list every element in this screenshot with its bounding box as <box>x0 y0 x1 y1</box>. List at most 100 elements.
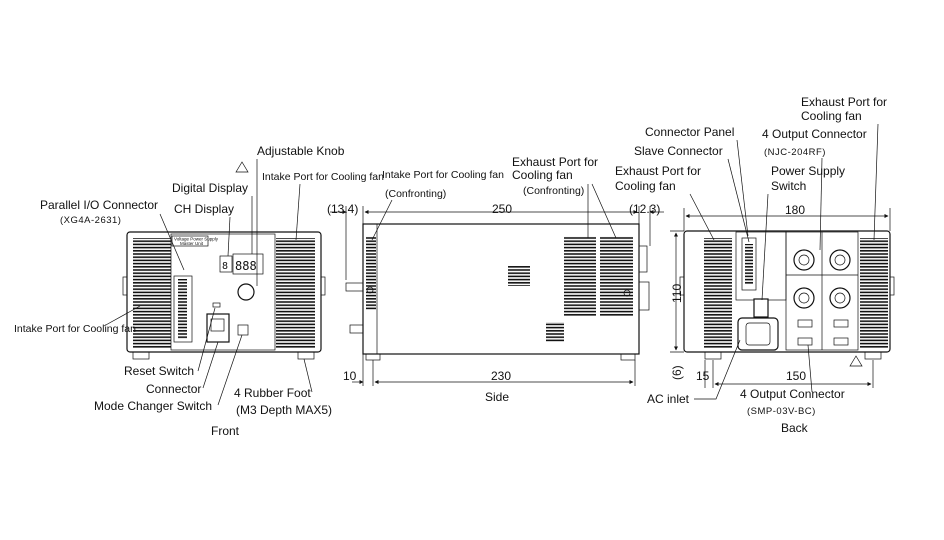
slave-connector <box>741 237 757 291</box>
side-foot-left <box>365 353 381 361</box>
label-output-connector-bottom-part: (SMP-03V-BC) <box>747 406 816 417</box>
dim-12-3: (12.3) <box>629 202 660 216</box>
dim-110: 110 <box>670 284 684 303</box>
dim-150: 150 <box>786 369 806 383</box>
warning-triangle-front-icon <box>235 161 249 173</box>
label-output-connector-top: 4 Output Connector <box>762 127 867 141</box>
label-mode-changer: Mode Changer Switch <box>94 399 212 413</box>
adjustable-knob[interactable] <box>237 283 255 301</box>
output-connector-3-core <box>798 292 810 304</box>
parallel-io-connector <box>173 275 193 343</box>
smp-connector-1 <box>797 319 813 328</box>
label-back-exhaust-left-2: Cooling fan <box>615 179 676 193</box>
side-front-connector <box>349 324 364 334</box>
leader-reset-switch <box>197 307 216 372</box>
smp-connector-2 <box>833 319 849 328</box>
leader-side-exhaust-b <box>591 183 617 239</box>
label-connector-panel: Connector Panel <box>645 125 734 139</box>
front-left-handle <box>122 276 128 296</box>
back-view: 180 110 (6) 15 150 Connector Panel Slave… <box>615 95 895 435</box>
leader-rubber-foot <box>303 358 313 393</box>
leader-power-supply-switch <box>761 193 769 301</box>
output-connector-2-core <box>834 254 846 266</box>
front-vent-left <box>133 238 171 348</box>
label-reset-switch: Reset Switch <box>124 364 194 378</box>
power-supply-switch[interactable] <box>753 298 769 318</box>
digital-display-digits: 888 <box>235 259 257 273</box>
ch-display <box>219 255 233 273</box>
side-knob <box>345 282 364 292</box>
label-side-exhaust-1: Exhaust Port for <box>512 155 598 169</box>
back-foot-left <box>704 351 722 360</box>
side-back-connector-top <box>638 245 648 273</box>
side-low-vent <box>546 322 564 342</box>
label-output-connector-top-part: (NJC-204RF) <box>764 147 826 158</box>
leader-connector <box>202 341 219 389</box>
output-connector-1-core <box>798 254 810 266</box>
label-ch-display: CH Display <box>174 202 234 216</box>
front-connector-port <box>210 318 225 332</box>
ac-inlet <box>737 317 779 351</box>
smp-connector-3 <box>797 337 813 346</box>
side-view: (13.4) 250 (12.3) 230 10 Intake Port for… <box>327 155 664 404</box>
label-back-exhaust-left-1: Exhaust Port for <box>615 164 701 178</box>
dim-ext-110 <box>670 230 684 353</box>
title-side: Side <box>485 390 509 404</box>
reset-switch[interactable] <box>212 302 221 308</box>
output-connector-4-core <box>834 292 846 304</box>
label-intake-left: Intake Port for Cooling fan <box>14 323 136 335</box>
leader-connector-panel <box>736 139 749 237</box>
label-output-connector-bottom: 4 Output Connector <box>740 387 845 401</box>
label-connector: Connector <box>146 382 201 396</box>
title-front: Front <box>211 424 240 438</box>
output-connector-4 <box>829 287 851 309</box>
side-exhaust-vent-right <box>600 236 633 316</box>
side-foot-right <box>620 353 636 361</box>
label-power-supply-switch-2: Switch <box>771 179 806 193</box>
front-view: Voltage Power Supply Master Unit 888 8 P… <box>14 144 384 438</box>
mode-changer-switch[interactable] <box>237 324 249 336</box>
front-connector <box>206 313 230 343</box>
dim-230: 230 <box>491 369 511 383</box>
leader-mode-changer <box>217 334 243 406</box>
label-digital-display: Digital Display <box>172 181 248 195</box>
label-parallel-io-part: (XG4A-2631) <box>60 215 121 226</box>
leader-output-connector-top <box>819 157 823 251</box>
label-rubber-foot-note: (M3 Depth MAX5) <box>236 403 332 417</box>
leader-back-exhaust-left <box>689 193 715 241</box>
digital-display <box>232 253 264 275</box>
output-connector-2 <box>829 249 851 271</box>
smp-connector-4 <box>833 337 849 346</box>
label-side-exhaust-confronting: (Confronting) <box>523 185 584 197</box>
label-power-supply-switch-1: Power Supply <box>771 164 845 178</box>
dim-6: (6) <box>670 365 684 380</box>
dim-ext-left <box>345 206 651 280</box>
leader-parallel-io <box>159 213 185 271</box>
dim-15: 15 <box>696 369 710 383</box>
back-vent-right <box>860 238 888 348</box>
back-foot-right <box>864 351 882 360</box>
warning-triangle-back-icon <box>849 355 863 367</box>
side-mid-vent <box>508 266 530 286</box>
leader-intake-left <box>103 305 141 327</box>
dim-10: 10 <box>343 369 357 383</box>
label-parallel-io: Parallel I/O Connector <box>40 198 158 212</box>
leader-side-intake <box>371 199 393 241</box>
leader-intake-top <box>295 183 301 241</box>
front-right-handle <box>320 276 326 296</box>
side-intake-vent <box>366 236 376 310</box>
back-vent-left <box>704 238 732 348</box>
label-intake-top: Intake Port for Cooling fan <box>262 171 384 183</box>
parallel-io-pins <box>178 279 187 339</box>
dim-ext-180 <box>683 208 891 231</box>
ac-inlet-socket <box>745 322 771 346</box>
leader-back-exhaust-right <box>873 123 879 241</box>
front-foot-right <box>297 351 315 360</box>
leader-output-connector-bottom <box>807 344 813 393</box>
dim-ext-150 <box>704 360 874 388</box>
output-connector-1 <box>793 249 815 271</box>
side-screw-top <box>366 286 374 294</box>
label-side-exhaust-2: Cooling fan <box>512 168 573 182</box>
label-slave-connector: Slave Connector <box>634 144 723 158</box>
